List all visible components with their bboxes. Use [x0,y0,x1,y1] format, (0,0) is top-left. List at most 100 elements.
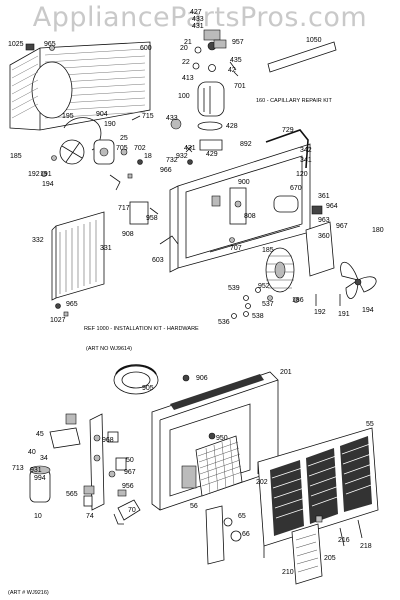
part-label-p21: 21 [184,39,192,46]
part-label-p707: 707 [230,245,242,252]
part-label-p429: 429 [206,151,218,158]
part-label-p538: 538 [252,313,264,320]
part-label-p332: 332 [32,237,44,244]
fan-blade-180 [340,261,377,299]
art-number-top: (ART NO WJ9614) [86,346,132,352]
part-label-p50: 50 [126,457,134,464]
part-label-p715: 715 [142,113,154,120]
filter-frame-331 [51,211,105,301]
part-label-p194a: 194 [42,181,54,188]
part-label-p216: 216 [338,537,350,544]
part-label-p904: 904 [96,111,108,118]
part-label-p957: 957 [232,39,244,46]
part-label-p964: 964 [326,203,338,210]
part-label-p965a: 965 [44,41,56,48]
part-label-p539: 539 [228,285,240,292]
part-label-p537: 537 [262,301,274,308]
part-label-p908: 908 [122,231,134,238]
part-label-p952: 952 [258,283,270,290]
part-label-p536: 536 [218,319,230,326]
part-label-p18: 18 [144,153,152,160]
part-label-p603: 603 [152,257,164,264]
part-label-p433a: 433 [192,16,204,23]
part-label-p956: 956 [122,483,134,490]
compressor-group [170,29,239,165]
part-label-p66: 66 [242,531,250,538]
part-label-p342: 342 [300,147,312,154]
part-label-p201: 201 [280,369,292,376]
part-label-p808: 808 [244,213,256,220]
part-label-p701: 701 [234,83,246,90]
part-label-p210: 210 [282,569,294,576]
part-label-p22: 22 [182,59,190,66]
capillary-bar-1050 [267,41,337,73]
part-label-p950: 950 [216,435,228,442]
part-label-p717: 717 [118,205,130,212]
part-label-p40: 40 [28,449,36,456]
part-label-p25: 25 [120,135,128,142]
part-label-p932: 932 [176,153,188,160]
part-label-p42: 42 [228,67,236,74]
part-label-p120: 120 [296,171,308,178]
part-label-p192b: 192 [314,309,326,316]
part-label-p892: 892 [240,141,252,148]
part-label-p967b: 967 [124,469,136,476]
part-label-p431b: 431 [184,145,196,152]
part-label-p965b: 965 [66,301,78,308]
part-label-p705: 705 [116,145,128,152]
part-label-p186: 186 [292,297,304,304]
part-label-p963: 963 [318,217,330,224]
part-label-p194b: 194 [362,307,374,314]
front-grille-55 [257,427,379,558]
part-label-p600: 600 [140,45,152,52]
part-label-p732: 732 [166,157,178,164]
part-label-p428: 428 [226,123,238,130]
part-label-p1027: 1027 [50,317,66,324]
art-number-bottom: (ART # WJ9216) [8,590,49,596]
part-1025 [25,43,35,51]
tubing-342 [265,129,309,169]
part-label-p10: 10 [34,513,42,520]
part-label-p729: 729 [282,127,294,134]
part-label-p931: 931 [30,467,42,474]
part-label-p433b: 433 [166,115,178,122]
part-label-p34: 34 [40,455,48,462]
part-label-p65: 65 [238,513,246,520]
part-label-p968: 968 [102,437,114,444]
capillary-kit-caption: 160 - CAPILLARY REPAIR KIT [256,98,332,104]
part-label-p361: 361 [318,193,330,200]
capacitor-670 [273,195,299,213]
part-label-p331: 331 [100,245,112,252]
part-label-p1025: 1025 [8,41,24,48]
part-label-p205: 205 [324,555,336,562]
part-label-p191: 191 [40,171,52,178]
part-label-p100: 100 [178,93,190,100]
part-label-p185a: 185 [10,153,22,160]
part-label-p56: 56 [190,503,198,510]
part-label-p190: 190 [104,121,116,128]
screw-965 [49,45,55,51]
part-label-p55: 55 [366,421,374,428]
part-label-p180: 180 [372,227,384,234]
part-label-p202: 202 [256,479,268,486]
part-label-p341: 341 [300,157,312,164]
part-label-p900: 900 [238,179,250,186]
part-label-p192a: 192 [28,171,40,178]
part-label-p70: 70 [128,507,136,514]
part-label-p218: 218 [360,543,372,550]
part-label-p702: 702 [134,145,146,152]
part-label-p713: 713 [12,465,24,472]
part-label-p435: 435 [230,57,242,64]
fan-motor-group [41,115,143,191]
part-label-p185b: 185 [262,247,274,254]
panel-205 [291,523,323,585]
knob-plate-56 [205,505,225,565]
part-label-p994: 994 [34,475,46,482]
part-964 [311,205,323,215]
part-label-p906: 906 [196,375,208,382]
part-label-p195: 195 [62,113,74,120]
part-label-p905: 905 [142,385,154,392]
bracket-360 [305,221,335,277]
